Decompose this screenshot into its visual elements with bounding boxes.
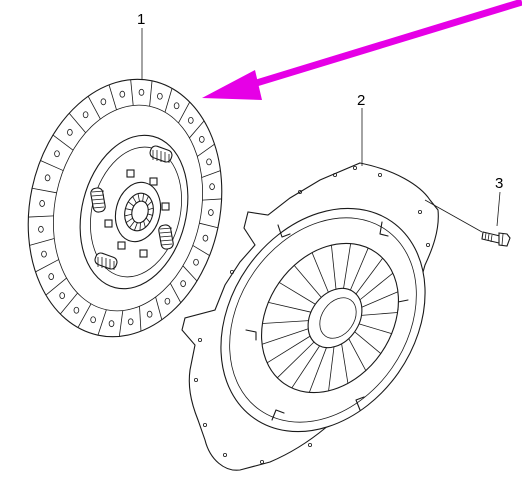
callout-3: 3 [495,175,503,192]
pointer-arrow [202,0,522,100]
callout-2: 2 [357,92,365,109]
callout-1: 1 [137,11,145,28]
clutch-pressure-plate [181,162,439,471]
leader-lines [141,28,501,233]
clutch-friction-disc [27,78,223,338]
mounting-bolt [481,231,511,247]
